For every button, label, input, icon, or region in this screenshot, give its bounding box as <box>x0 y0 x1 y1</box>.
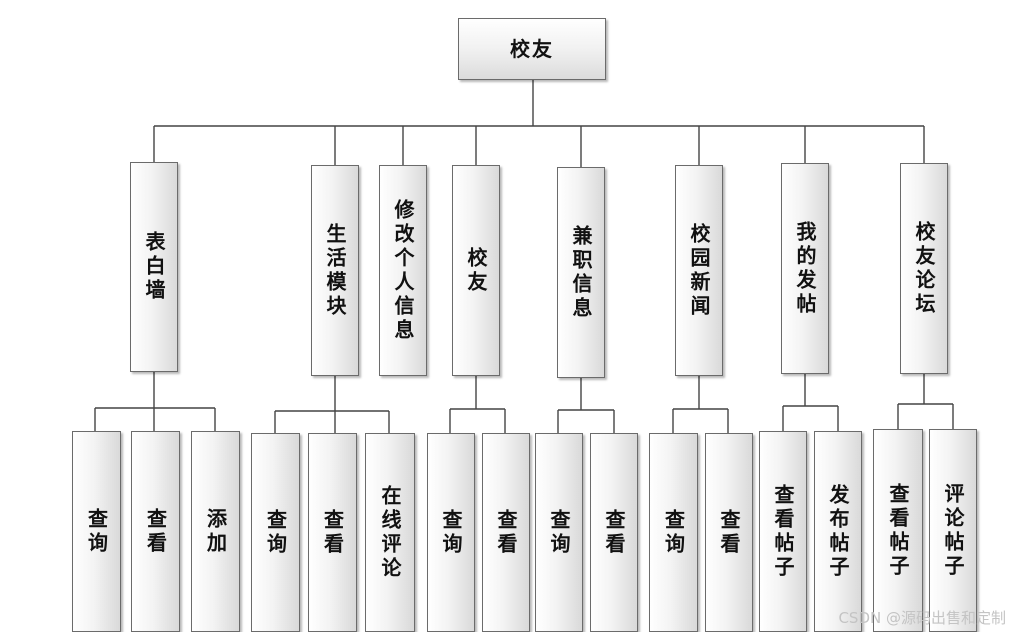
leaf-label: 添加 <box>203 507 228 556</box>
leaf-label: 查看 <box>717 508 741 557</box>
module-node: 校友 <box>452 165 500 376</box>
leaf-label: 查看 <box>143 507 168 556</box>
module-label: 我的发帖 <box>793 220 817 317</box>
root-node: 校友 <box>458 18 606 80</box>
leaf-node: 查看 <box>590 433 638 632</box>
watermark: CSDN @源码出售和定制 <box>838 609 1006 627</box>
leaf-label: 查看帖子 <box>771 483 795 580</box>
module-label: 兼职信息 <box>569 224 593 321</box>
leaf-label: 查询 <box>661 508 686 557</box>
leaf-label: 查询 <box>547 508 571 557</box>
leaf-node: 查看帖子 <box>759 431 807 632</box>
module-label: 校友 <box>464 246 488 295</box>
module-label: 校园新闻 <box>687 222 711 319</box>
module-node: 生活模块 <box>311 165 359 376</box>
module-label: 修改个人信息 <box>391 198 415 343</box>
module-node: 校园新闻 <box>675 165 723 376</box>
leaf-node: 发布帖子 <box>814 431 862 632</box>
leaf-label: 查看帖子 <box>886 482 910 579</box>
module-label: 表白墙 <box>142 231 166 303</box>
leaf-node: 查看 <box>308 433 357 632</box>
module-node: 我的发帖 <box>781 163 829 374</box>
leaf-node: 查看 <box>705 433 753 632</box>
leaf-label: 查询 <box>84 507 109 556</box>
leaf-node: 查看帖子 <box>873 429 923 632</box>
leaf-label: 在线评论 <box>378 484 402 581</box>
module-node: 兼职信息 <box>557 167 605 378</box>
root-node-label: 校友 <box>510 37 554 61</box>
leaf-node: 查询 <box>535 433 583 632</box>
leaf-node: 在线评论 <box>365 433 415 632</box>
leaf-label: 查询 <box>263 508 288 557</box>
module-label: 生活模块 <box>323 222 347 319</box>
leaf-label: 查询 <box>439 508 463 557</box>
leaf-node: 查看 <box>131 431 180 632</box>
module-node: 表白墙 <box>130 162 178 372</box>
leaf-node: 查看 <box>482 433 530 632</box>
leaf-node: 评论帖子 <box>929 429 977 632</box>
leaf-node: 查询 <box>72 431 121 632</box>
leaf-label: 发布帖子 <box>826 483 850 580</box>
module-node: 校友论坛 <box>900 163 948 374</box>
leaf-label: 查看 <box>602 508 626 557</box>
leaf-label: 查看 <box>320 508 345 557</box>
leaf-label: 评论帖子 <box>941 482 965 579</box>
leaf-node: 查询 <box>427 433 475 632</box>
module-node: 修改个人信息 <box>379 165 427 376</box>
leaf-node: 添加 <box>191 431 240 632</box>
leaf-label: 查看 <box>494 508 518 557</box>
module-label: 校友论坛 <box>912 220 936 317</box>
leaf-node: 查询 <box>649 433 698 632</box>
leaf-node: 查询 <box>251 433 300 632</box>
